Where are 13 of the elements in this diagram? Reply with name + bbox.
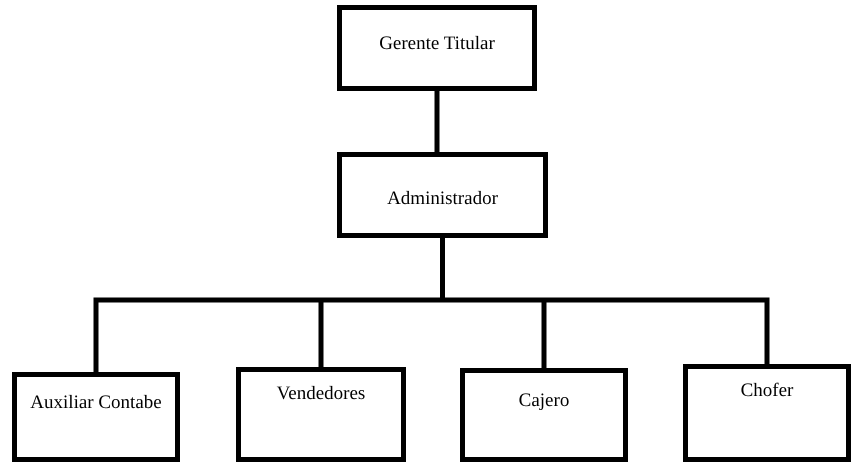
role-label: Gerente Titular (379, 32, 495, 55)
org-box (683, 364, 851, 462)
role-label: Auxiliar Contabe (30, 391, 162, 414)
org-box (337, 152, 548, 238)
connector-line (434, 91, 440, 152)
role-label: Cajero (518, 389, 570, 412)
org-box (12, 372, 180, 462)
org-box (337, 5, 537, 91)
org-box (236, 367, 406, 462)
role-label: Chofer (740, 379, 794, 402)
org-box (460, 368, 628, 462)
role-label: Administrador (387, 187, 498, 210)
role-label: Vendedores (276, 382, 366, 405)
